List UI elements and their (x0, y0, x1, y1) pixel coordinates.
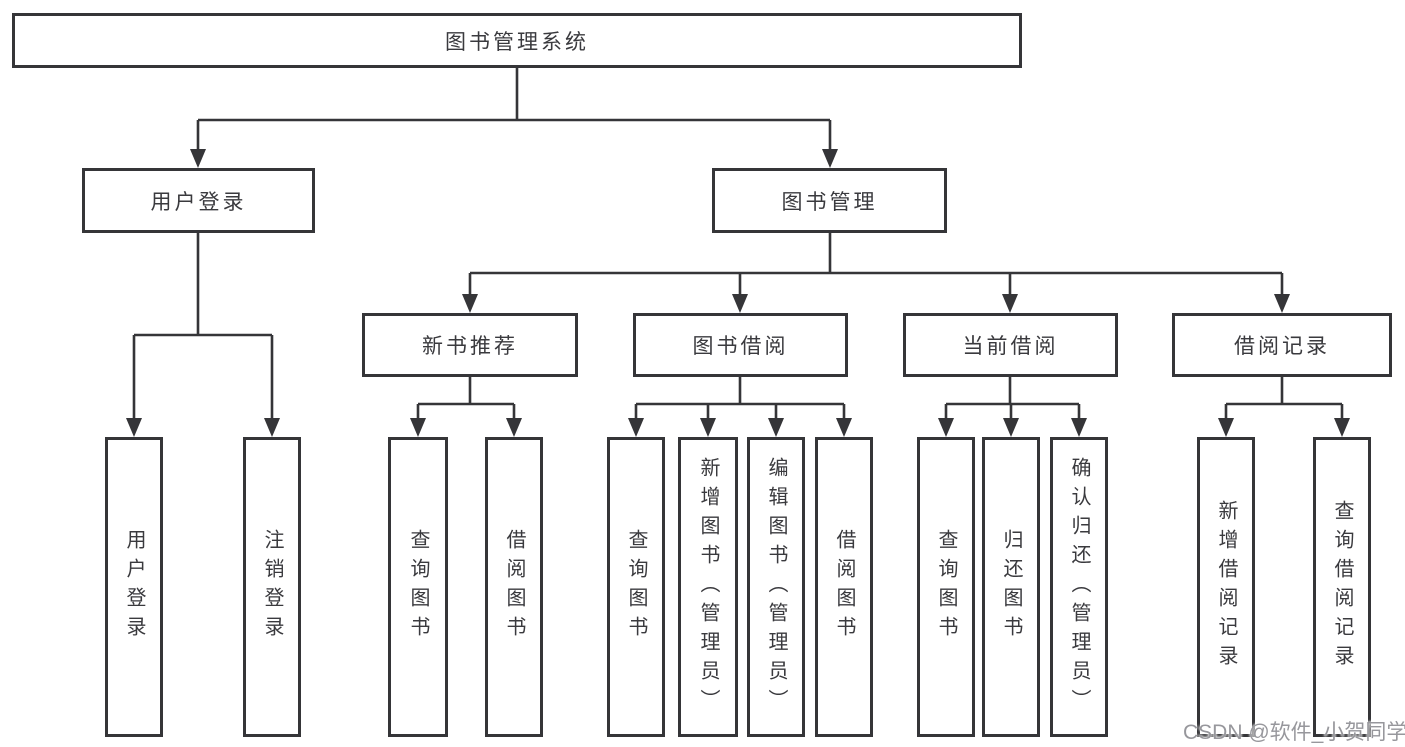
leaf-query-book-current: 查询图书 (917, 437, 975, 737)
node-new-book-recommend: 新书推荐 (362, 313, 578, 377)
leaf-borrow-book: 借阅图书 (815, 437, 873, 737)
leaf-add-borrow-record: 新增借阅记录 (1197, 437, 1255, 737)
leaf-logout: 注销登录 (243, 437, 301, 737)
leaf-query-book-recommend: 查询图书 (388, 437, 448, 737)
node-book-borrow: 图书借阅 (633, 313, 848, 377)
leaf-query-borrow-record: 查询借阅记录 (1313, 437, 1371, 737)
node-borrow-record: 借阅记录 (1172, 313, 1392, 377)
node-user-login: 用户登录 (82, 168, 315, 233)
csdn-watermark: CSDN @软件_小贺同学 (1183, 721, 1405, 744)
node-system-root: 图书管理系统 (12, 13, 1022, 68)
leaf-confirm-return-admin: 确认归还（管理员） (1050, 437, 1108, 737)
leaf-add-book-admin: 新增图书（管理员） (678, 437, 738, 737)
node-book-management: 图书管理 (712, 168, 947, 233)
leaf-borrow-book-recommend: 借阅图书 (485, 437, 543, 737)
leaf-user-login: 用户登录 (105, 437, 163, 737)
leaf-return-book: 归还图书 (982, 437, 1040, 737)
leaf-query-book-borrow: 查询图书 (607, 437, 665, 737)
node-current-borrow: 当前借阅 (903, 313, 1118, 377)
leaf-edit-book-admin: 编辑图书（管理员） (747, 437, 805, 737)
